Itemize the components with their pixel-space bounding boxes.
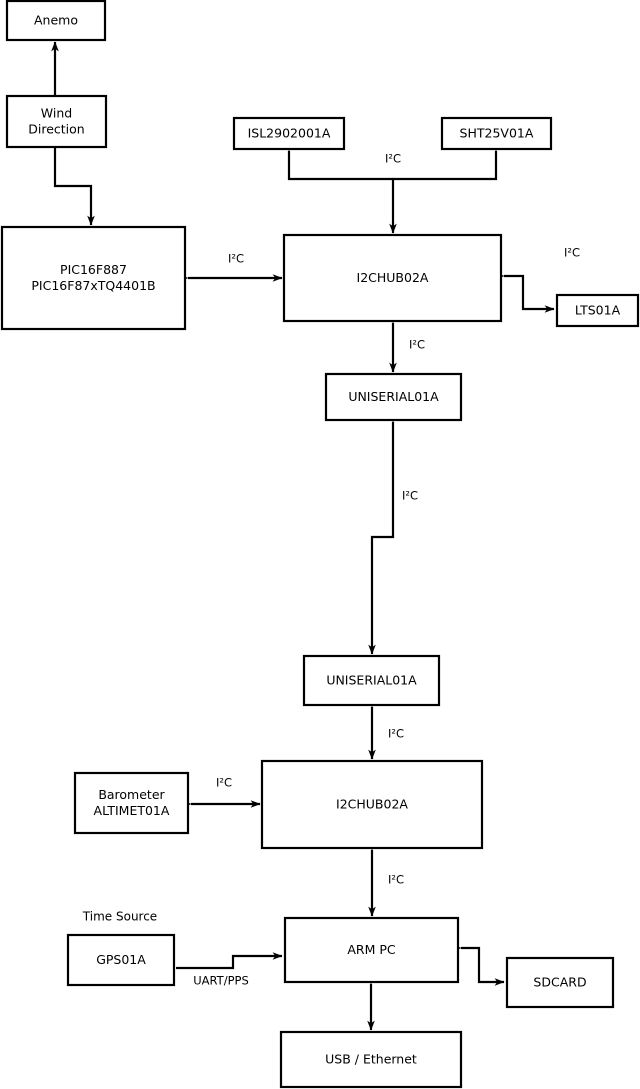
node-box[interactable]: [260, 759, 484, 850]
node-box[interactable]: [505, 956, 615, 1009]
edge-label: I²C: [402, 489, 418, 503]
node-anemo[interactable]: Anemo: [5, 0, 107, 42]
node-label: UNISERIAL01A: [348, 389, 439, 404]
node-label: Anemo: [34, 12, 78, 27]
edge-line: [494, 272, 555, 313]
label-time-source: Time Source: [82, 910, 157, 924]
node-isl[interactable]: ISL2902001A: [232, 116, 346, 151]
node-box[interactable]: [302, 654, 441, 707]
edge-line: [285, 141, 397, 234]
edges-layer: I²C I²C I²C I²C I²C I²C I²C I²C UART/PPS: [51, 41, 580, 1031]
edge-armpc-sdcard: [451, 944, 505, 986]
node-box[interactable]: [5, 0, 107, 42]
node-sdcard[interactable]: SDCARD: [505, 956, 615, 1009]
node-label: LTS01A: [575, 302, 621, 317]
edge-label: UART/PPS: [193, 974, 249, 988]
node-box[interactable]: [282, 233, 503, 323]
node-box[interactable]: [324, 372, 463, 422]
edge-label: I²C: [385, 152, 401, 166]
node-label: ISL2902001A: [248, 125, 331, 140]
free-labels-layer: Time Source: [82, 910, 157, 924]
edge-line: [368, 412, 397, 655]
node-box[interactable]: [283, 916, 460, 984]
edge-label: I²C: [216, 776, 232, 790]
node-label: I2CHUB02A: [336, 796, 408, 811]
edge-pic-hub: I²C: [178, 252, 283, 282]
node-box[interactable]: [279, 1030, 463, 1089]
node-hub-bottom[interactable]: I2CHUB02A: [260, 759, 484, 850]
edge-line: [393, 141, 500, 181]
edge-barometer-hub: I²C: [181, 776, 261, 808]
node-armpc[interactable]: ARM PC: [283, 916, 460, 984]
node-label: SDCARD: [533, 974, 586, 989]
node-box[interactable]: [73, 771, 190, 835]
node-box[interactable]: [66, 933, 176, 987]
node-lts[interactable]: LTS01A: [555, 293, 640, 328]
edge-label: I²C: [564, 246, 580, 260]
edge-line: [176, 952, 283, 970]
node-box[interactable]: [5, 94, 108, 149]
node-label: I2CHUB02A: [357, 270, 429, 285]
edge-hub-sht-branch: [393, 141, 500, 181]
node-sht[interactable]: SHT25V01A: [440, 116, 553, 151]
edge-hub-lts: I²C: [494, 246, 580, 313]
node-label: USB / Ethernet: [325, 1051, 417, 1066]
node-uniserial-up[interactable]: UNISERIAL01A: [324, 372, 463, 422]
edge-line: [51, 138, 95, 226]
edge-uniserial-hub-bottom: I²C: [368, 697, 404, 760]
node-label: ARM PC: [347, 942, 396, 957]
edge-uniserial-link: I²C: [368, 412, 418, 655]
node-box[interactable]: [555, 293, 640, 328]
edge-hub-uniserial-up: I²C: [389, 313, 425, 373]
node-box[interactable]: [440, 116, 553, 151]
node-box[interactable]: [0, 225, 187, 331]
node-hub-top[interactable]: I2CHUB02A: [282, 233, 503, 323]
edge-label: I²C: [388, 727, 404, 741]
node-gps[interactable]: GPS01A: [66, 933, 176, 987]
edge-label: I²C: [388, 873, 404, 887]
node-box[interactable]: [232, 116, 346, 151]
node-uniserial-dn[interactable]: UNISERIAL01A: [302, 654, 441, 707]
edge-line: [451, 944, 505, 986]
node-label: UNISERIAL01A: [326, 672, 417, 687]
node-usbeth[interactable]: USB / Ethernet: [279, 1030, 463, 1089]
edge-label: I²C: [228, 252, 244, 266]
edge-hub-armpc: I²C: [368, 840, 404, 917]
edge-hub-isl-sht: I²C: [285, 141, 401, 234]
edge-wind-pic: [51, 138, 95, 226]
node-label: SHT25V01A: [460, 125, 534, 140]
edge-label: I²C: [409, 338, 425, 352]
node-label: GPS01A: [96, 952, 146, 967]
edge-gps-armpc: UART/PPS: [176, 952, 283, 988]
